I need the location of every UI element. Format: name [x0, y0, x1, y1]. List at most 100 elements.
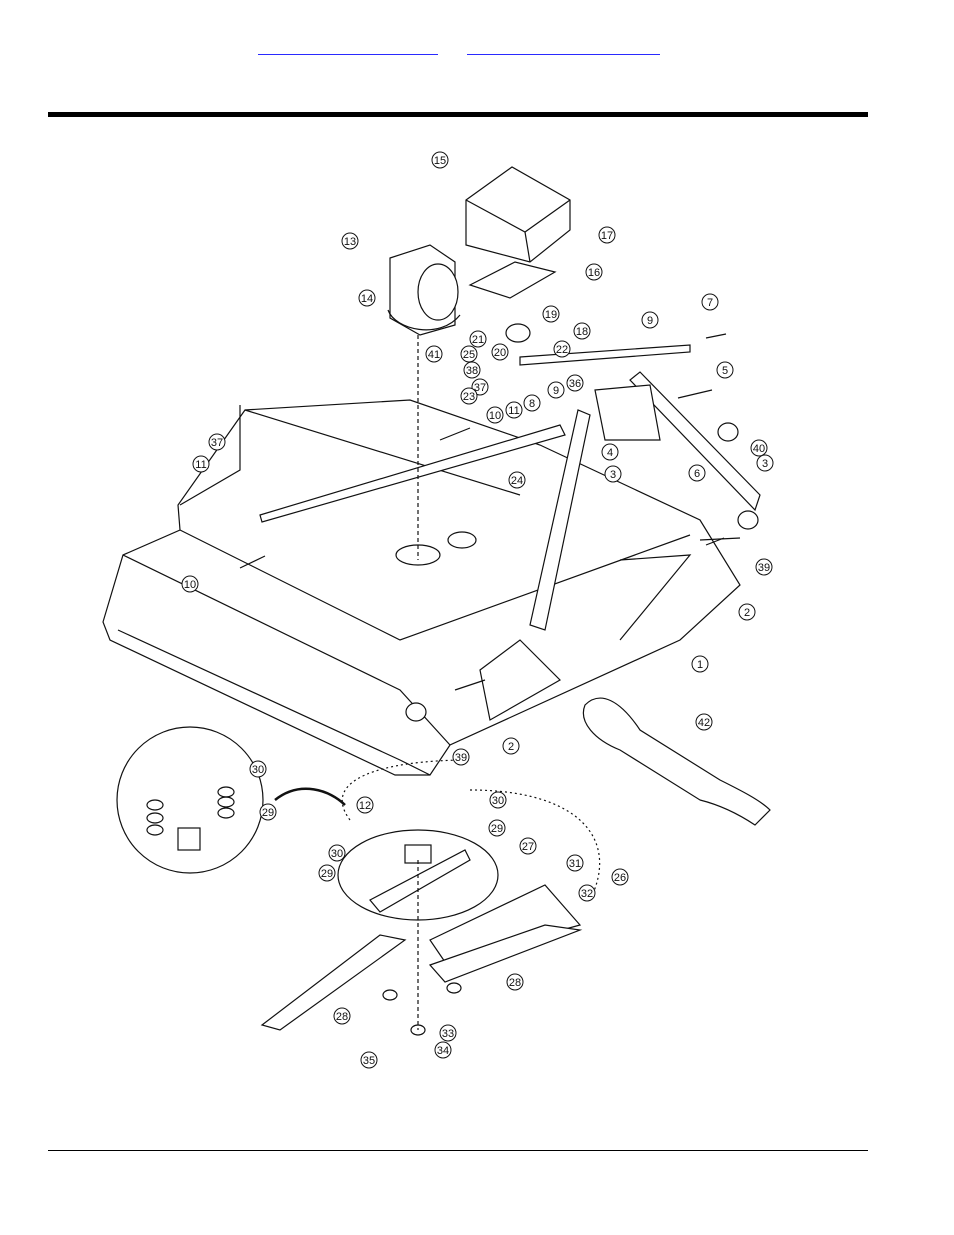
callout-circle: [486, 406, 504, 424]
callout-label: 39: [758, 562, 770, 574]
callout-circle: [641, 311, 659, 329]
callout-c33: 33: [439, 1024, 457, 1042]
callout-circle: [489, 791, 507, 809]
callout-label: 38: [466, 365, 478, 377]
hitch-links: [519, 344, 761, 631]
callout-c37b: 37: [208, 433, 226, 451]
callout-c39a: 39: [755, 558, 773, 576]
callout-c29b: 29: [488, 819, 506, 837]
callout-circle: [604, 465, 622, 483]
callout-c15: 15: [431, 151, 449, 169]
callout-c4: 4: [601, 443, 619, 461]
callout-circle: [585, 263, 603, 281]
callout-label: 28: [336, 1011, 348, 1023]
callout-label: 23: [463, 391, 475, 403]
callout-label: 32: [581, 888, 593, 900]
callout-label: 3: [762, 458, 768, 470]
callout-label: 2: [508, 741, 514, 753]
callout-label: 19: [545, 309, 557, 321]
callout-label: 29: [491, 823, 503, 835]
callout-c30c: 30: [328, 844, 346, 862]
callout-circle: [506, 973, 524, 991]
callout-label: 9: [553, 385, 559, 397]
callout-circle: [333, 1007, 351, 1025]
callout-c12: 12: [356, 796, 374, 814]
callout-circle: [488, 819, 506, 837]
callout-label: 10: [489, 410, 501, 422]
callout-c3a: 3: [604, 465, 622, 483]
callout-label: 34: [437, 1045, 449, 1057]
callout-label: 35: [363, 1055, 375, 1067]
callout-circle: [460, 345, 478, 363]
callout-c30a: 30: [249, 760, 267, 778]
callout-c25: 25: [460, 345, 478, 363]
callout-circle: [738, 603, 756, 621]
callout-c38: 38: [463, 361, 481, 379]
callout-circle: [502, 737, 520, 755]
callout-circle: [701, 293, 719, 311]
callout-c29c: 29: [318, 864, 336, 882]
callout-c34: 34: [434, 1041, 452, 1059]
callout-circle: [505, 401, 523, 419]
callout-circle: [688, 464, 706, 482]
callout-c23: 23: [460, 387, 478, 405]
callout-c18: 18: [573, 322, 591, 340]
callout-c28a: 28: [506, 973, 524, 991]
callout-c37a: 37: [471, 378, 489, 396]
callout-c9a: 9: [641, 311, 659, 329]
callout-c14: 14: [358, 289, 376, 307]
callout-c2b: 2: [502, 737, 520, 755]
callout-c22: 22: [553, 340, 571, 358]
callout-label: 14: [361, 293, 373, 305]
callout-c41: 41: [425, 345, 443, 363]
callout-label: 30: [331, 848, 343, 860]
callout-label: 13: [344, 236, 356, 248]
callout-c30b: 30: [489, 791, 507, 809]
callout-label: 37: [211, 437, 223, 449]
callout-circle: [755, 558, 773, 576]
nav-link-right-underline[interactable]: [467, 54, 660, 55]
callout-label: 11: [195, 459, 206, 471]
callout-label: 16: [588, 267, 600, 279]
callout-circle: [259, 803, 277, 821]
callout-circle: [611, 868, 629, 886]
callout-label: 12: [359, 800, 371, 812]
hardware: [239, 323, 759, 722]
callout-c31: 31: [566, 854, 584, 872]
callout-circle: [431, 151, 449, 169]
callout-label: 5: [722, 365, 728, 377]
callout-label: 25: [463, 349, 475, 361]
callout-c13: 13: [341, 232, 359, 250]
callout-c3b: 3: [756, 454, 774, 472]
callout-c10b: 10: [181, 575, 199, 593]
callout-c29a: 29: [259, 803, 277, 821]
callout-c16: 16: [585, 263, 603, 281]
callout-c11a: 11: [505, 401, 523, 419]
callout-label: 10: [184, 579, 196, 591]
callout-circle: [358, 289, 376, 307]
callout-label: 39: [455, 752, 467, 764]
callout-label: 42: [698, 717, 710, 729]
callout-circle: [460, 387, 478, 405]
callout-circle: [750, 439, 768, 457]
callout-label: 4: [607, 447, 613, 459]
callout-label: 9: [647, 315, 653, 327]
callout-c2a: 2: [738, 603, 756, 621]
nav-link-left-underline[interactable]: [258, 54, 438, 55]
callout-label: 36: [569, 378, 581, 390]
callout-c21: 21: [469, 330, 487, 348]
callout-c9b: 9: [547, 381, 565, 399]
callout-circle: [547, 381, 565, 399]
callout-circle: [439, 1024, 457, 1042]
callout-circle: [566, 374, 584, 392]
callout-label: 33: [442, 1028, 454, 1040]
callout-c1: 1: [691, 655, 709, 673]
footer-rule: [48, 1150, 868, 1151]
callout-circle: [601, 443, 619, 461]
callout-c8: 8: [523, 394, 541, 412]
callout-c27: 27: [519, 837, 537, 855]
callout-c11b: 11: [192, 455, 210, 473]
callout-c17: 17: [598, 226, 616, 244]
callout-circle: [328, 844, 346, 862]
